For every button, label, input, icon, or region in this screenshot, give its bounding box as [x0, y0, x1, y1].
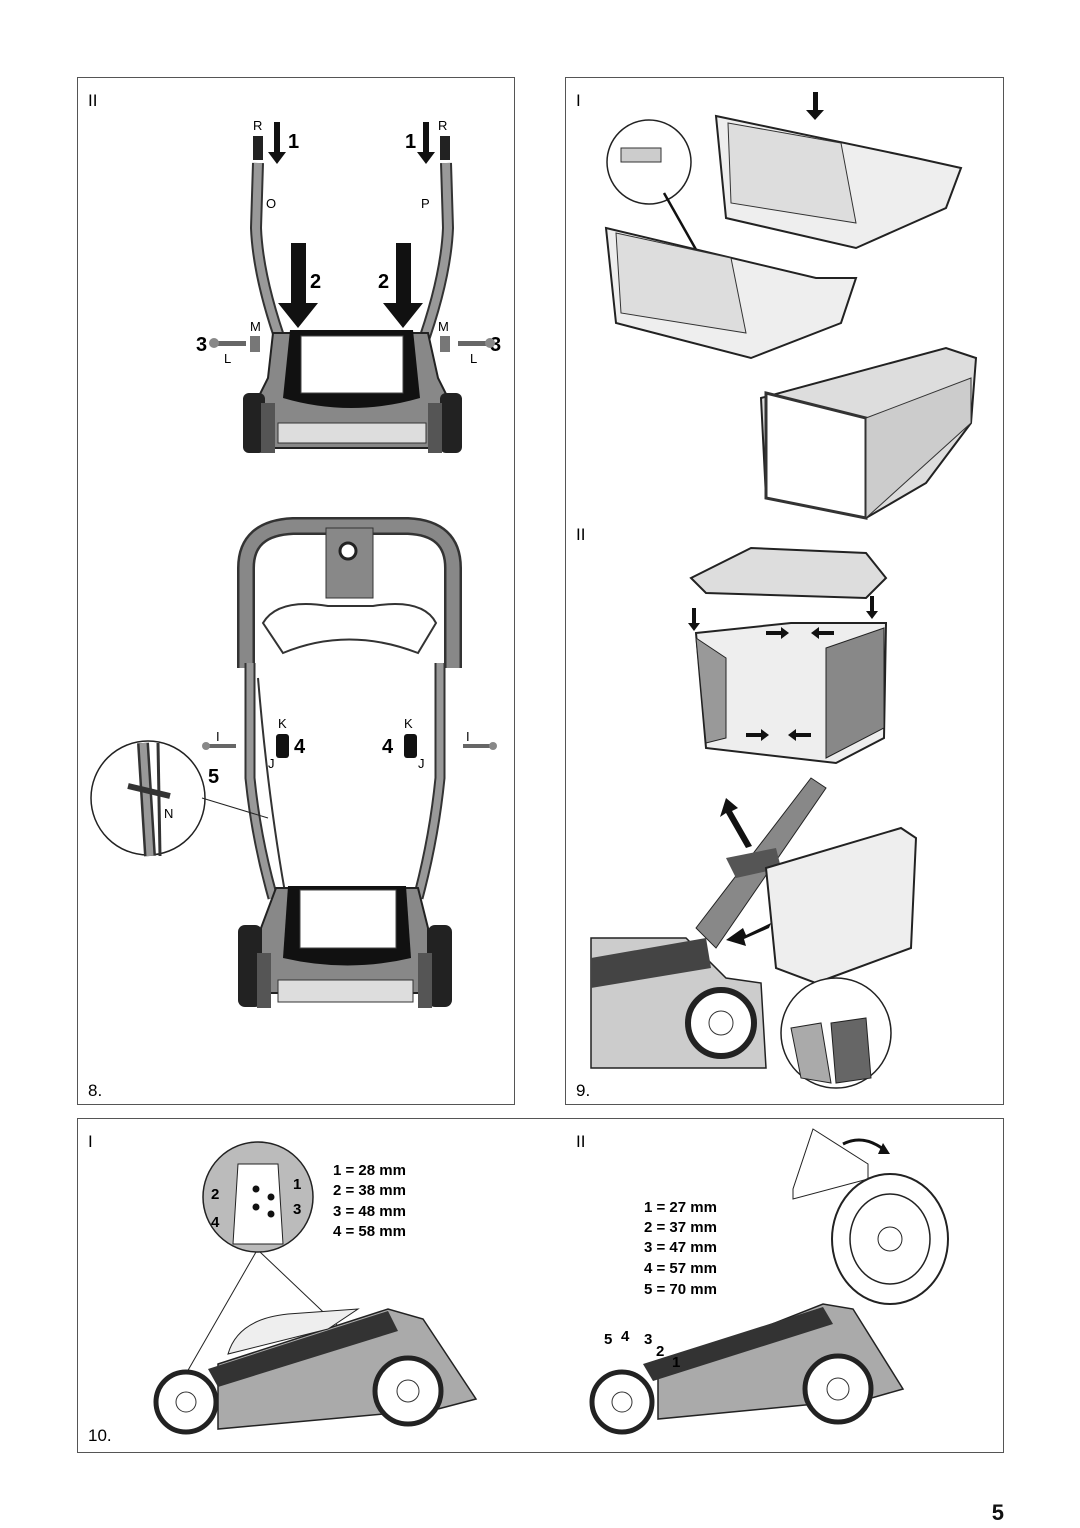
section-label-i: I [88, 1132, 93, 1151]
label-k-right: K [404, 716, 413, 731]
step-2-right: 2 [378, 271, 389, 293]
section-label-i: I [576, 91, 581, 110]
height-setting: 2 = 38 mm [333, 1182, 406, 1199]
label-l-left: L [224, 351, 231, 366]
pin-label: 3 [293, 1201, 301, 1218]
height-setting: 3 = 47 mm [644, 1239, 717, 1256]
label-p: P [421, 196, 430, 211]
arrow-icon [720, 798, 771, 946]
step-1-right: 1 [405, 131, 416, 153]
figure-number: 10. [88, 1426, 112, 1445]
figure-number: 8. [88, 1081, 102, 1100]
arrow-down-icon [806, 92, 824, 120]
step-5: 5 [208, 766, 219, 788]
pin-label: 1 [293, 1176, 301, 1193]
label-n: N [164, 806, 173, 821]
spring-icon [253, 136, 450, 160]
label-k-left: K [278, 716, 287, 731]
figure-8-illustration: II R R 1 1 O P 2 2 3 3 [88, 91, 501, 1100]
arrow-icon [842, 1138, 890, 1154]
figure-9-panel: I II [565, 77, 1004, 1105]
height-setting: 2 = 37 mm [644, 1219, 717, 1236]
height-setting: 3 = 48 mm [333, 1203, 406, 1220]
figure-9-illustration: I II [576, 91, 978, 1100]
label-i-left: I [216, 729, 220, 744]
pin-label: 4 [211, 1214, 220, 1231]
step-4-left: 4 [294, 736, 306, 758]
knob-icon [276, 734, 417, 758]
label-m-left: M [250, 319, 261, 334]
figure-8-panel: II R R 1 1 O P 2 2 3 3 [77, 77, 515, 1105]
figure-10-illustration: I 1 2 3 4 1 = 28 mm 2 = 38 mm 3 = 48 mm … [88, 1128, 949, 1445]
height-list: 1 = 28 mm 2 = 38 mm 3 = 48 mm 4 = 58 mm [333, 1162, 406, 1240]
label-l-right: L [470, 351, 477, 366]
label-m-right: M [438, 319, 449, 334]
pin-label: 2 [211, 1186, 219, 1203]
height-list: 1 = 27 mm 2 = 37 mm 3 = 47 mm 4 = 57 mm … [644, 1199, 717, 1298]
step-4-right: 4 [382, 736, 394, 758]
section-label-ii: II [576, 525, 585, 544]
step-1-left: 1 [288, 131, 299, 153]
arrow-down-icon [278, 243, 423, 328]
height-setting: 5 = 70 mm [644, 1281, 717, 1298]
label-j-left: J [268, 756, 275, 771]
page-number: 5 [991, 1500, 1004, 1525]
arrow-down-icon [268, 122, 435, 164]
step-2-left: 2 [310, 271, 321, 293]
figure-number: 9. [576, 1081, 590, 1100]
dial-label: 2 [656, 1343, 664, 1360]
label-o: O [266, 196, 276, 211]
figure-10-panel: I 1 2 3 4 1 = 28 mm 2 = 38 mm 3 = 48 mm … [77, 1118, 1004, 1453]
dial-label: 5 [604, 1331, 612, 1348]
label-i-right: I [466, 729, 470, 744]
dial-label: 3 [644, 1331, 652, 1348]
section-label-ii: II [576, 1132, 585, 1151]
dial-label: 4 [621, 1328, 630, 1345]
step-3-right: 3 [490, 334, 501, 356]
step-3-left: 3 [196, 334, 207, 356]
label-r-left: R [253, 118, 262, 133]
dial-label: 1 [672, 1354, 680, 1371]
section-label: II [88, 91, 97, 110]
label-r-right: R [438, 118, 447, 133]
arrow-icon [688, 596, 878, 741]
height-setting: 1 = 27 mm [644, 1199, 717, 1216]
bolt-icon [202, 742, 497, 750]
height-setting: 4 = 58 mm [333, 1223, 406, 1240]
height-setting: 1 = 28 mm [333, 1162, 406, 1179]
label-j-right: J [418, 756, 425, 771]
height-setting: 4 = 57 mm [644, 1260, 717, 1277]
screw-icon [209, 338, 495, 348]
wing-nut-icon [250, 336, 450, 352]
